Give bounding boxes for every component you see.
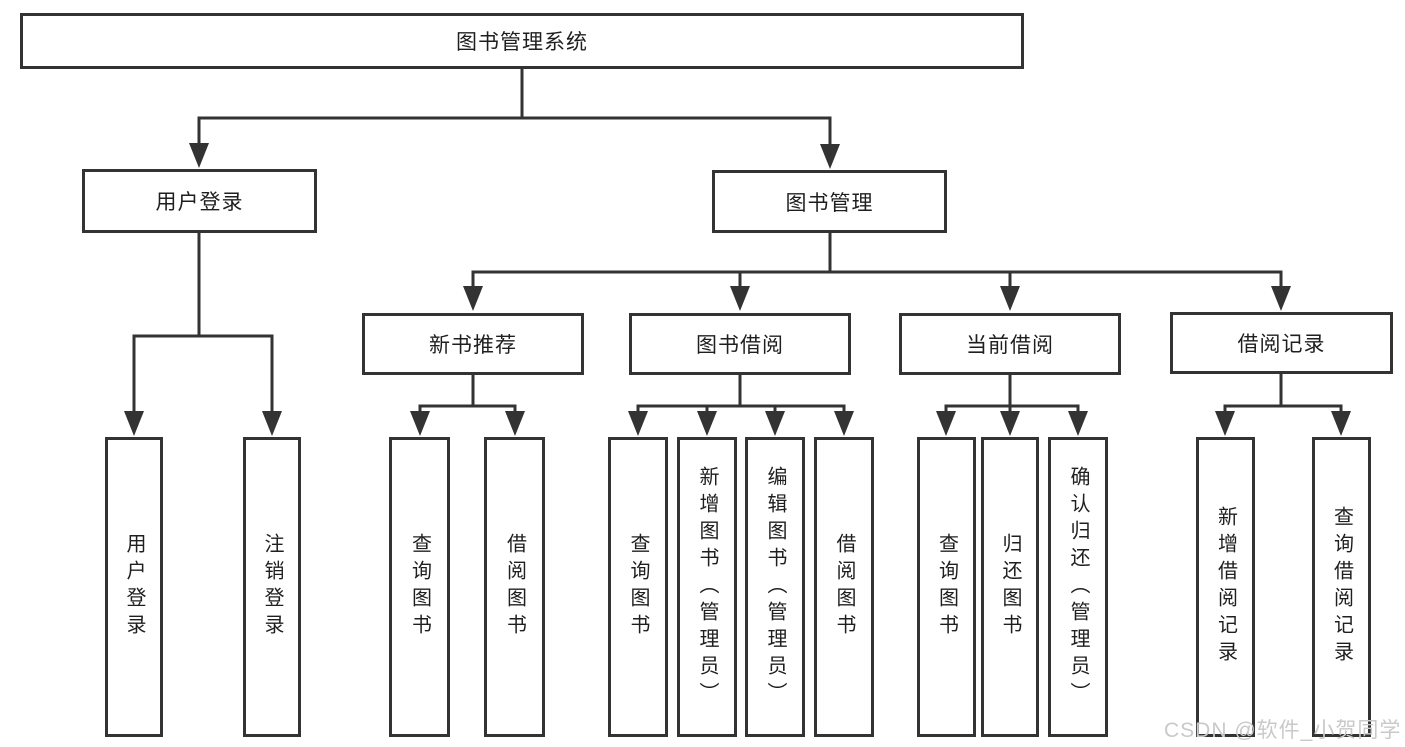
leaf-add-borrow-record: 新增借阅记录 — [1196, 437, 1255, 737]
node-book-borrowing: 图书借阅 — [629, 313, 851, 375]
leaf-edit-books-admin: 编辑图书（管理员） — [745, 437, 805, 737]
csdn-watermark: CSDN @软件_小贺同学 — [1164, 719, 1402, 742]
leaf-query-books-recommend: 查询图书 — [389, 437, 450, 737]
node-new-book-recommend: 新书推荐 — [362, 313, 584, 375]
leaf-borrow-books-recommend: 借阅图书 — [484, 437, 545, 737]
leaf-query-books-borrowing: 查询图书 — [608, 437, 668, 737]
node-current-borrowing: 当前借阅 — [899, 313, 1121, 375]
leaf-user-login: 用户登录 — [105, 437, 163, 737]
node-root: 图书管理系统 — [20, 13, 1024, 69]
leaf-query-books-current: 查询图书 — [917, 437, 976, 737]
node-borrowing-records: 借阅记录 — [1170, 312, 1393, 374]
leaf-return-books: 归还图书 — [981, 437, 1039, 737]
leaf-query-borrow-record: 查询借阅记录 — [1312, 437, 1371, 737]
leaf-add-books-admin: 新增图书（管理员） — [677, 437, 737, 737]
node-user-login: 用户登录 — [82, 169, 317, 233]
leaf-borrow-books: 借阅图书 — [814, 437, 874, 737]
leaf-logout: 注销登录 — [243, 437, 301, 737]
node-book-management: 图书管理 — [712, 170, 947, 233]
leaf-confirm-return-admin: 确认归还（管理员） — [1048, 437, 1108, 737]
